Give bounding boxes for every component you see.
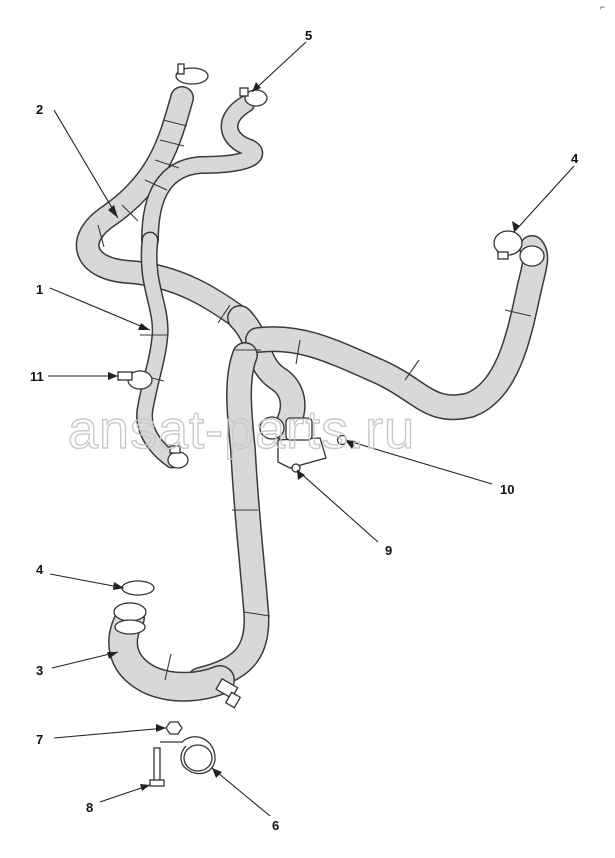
junction-fitting: [259, 416, 348, 473]
callout-3: 3: [36, 663, 43, 678]
callout-8: 8: [86, 800, 93, 815]
callout-9: 9: [385, 543, 392, 558]
callout-1: 1: [36, 282, 43, 297]
hose-clamp-4-lower: [113, 580, 155, 635]
callout-2: 2: [36, 102, 43, 117]
hose-network: [75, 86, 549, 702]
callout-7: 7: [36, 732, 43, 747]
callout-4-upper: 4: [571, 151, 579, 166]
callout-11: 11: [30, 369, 44, 384]
callout-10: 10: [500, 482, 514, 497]
corner-mark: ⌐: [600, 2, 605, 12]
callout-5: 5: [305, 28, 312, 43]
hose-spigot: [215, 677, 242, 709]
p-clip-6: [149, 721, 216, 787]
hose-clamp-4-upper: [493, 230, 545, 267]
hose-clamp-lower-left: [167, 445, 189, 469]
watermark-text: ansat-parts.ru: [68, 400, 415, 460]
callout-labels: 2 5 4 1 11 10 9 4 3 7 8 6: [30, 28, 579, 833]
callout-4-lower: 4: [36, 562, 44, 577]
callout-6: 6: [272, 818, 279, 833]
top-cap: [175, 63, 209, 85]
leader-lines: [48, 41, 575, 817]
hose-clamp-11: [117, 370, 153, 390]
